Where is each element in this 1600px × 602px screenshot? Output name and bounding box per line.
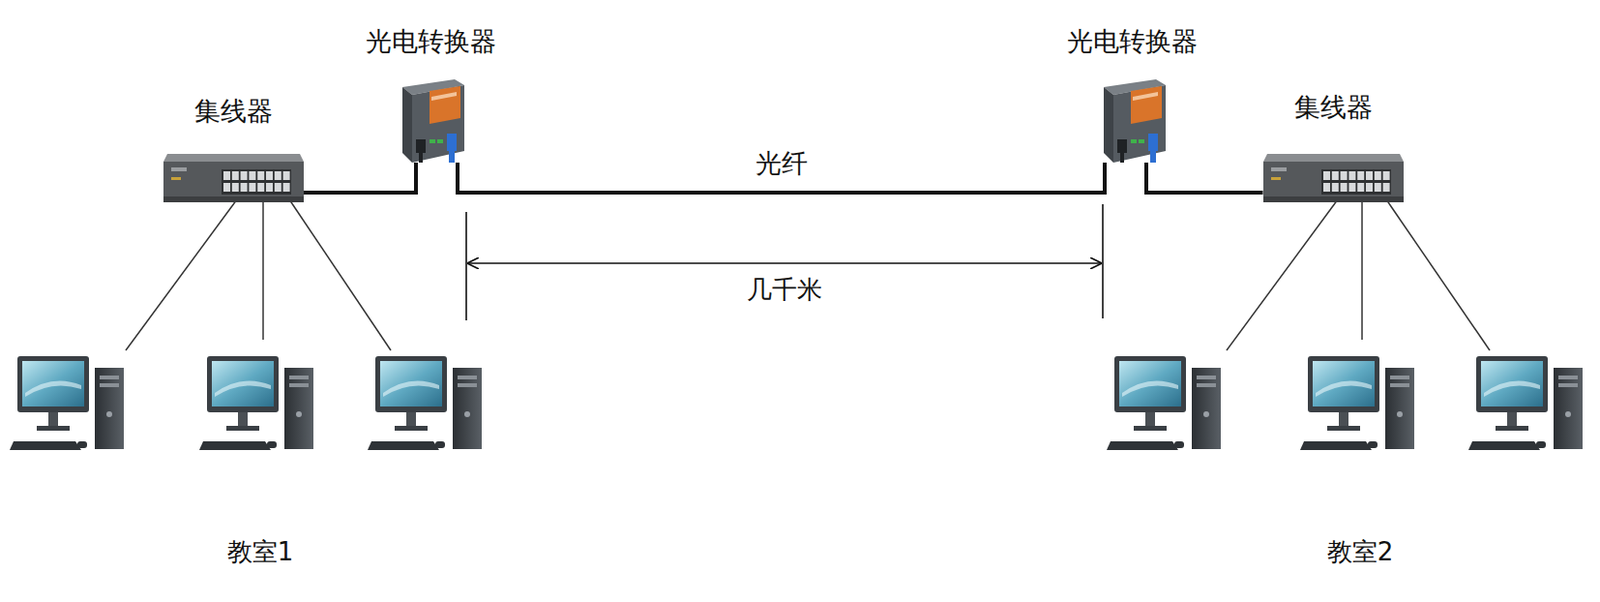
converter-device	[1097, 79, 1166, 163]
hub: 集线器	[163, 94, 304, 203]
edge-label: 光纤	[751, 148, 812, 179]
device-label: 集线器	[1263, 90, 1404, 124]
hub-device	[163, 148, 304, 203]
hub-device	[1263, 148, 1404, 203]
patch-cable	[125, 199, 1490, 351]
hub: 集线器	[1263, 90, 1404, 203]
device-label: 集线器	[163, 94, 304, 128]
network-cable	[303, 162, 417, 193]
room-label: 教室2	[1323, 535, 1398, 567]
converter-device	[396, 79, 465, 163]
room-label: 教室1	[223, 535, 298, 567]
device-label: 光电转换器	[1065, 25, 1200, 59]
media-converter: 光电转换器	[1065, 25, 1200, 163]
network-cable	[1146, 162, 1264, 193]
device-label: 光电转换器	[363, 25, 499, 59]
dimension-label: 几千米	[742, 273, 827, 305]
media-converter: 光电转换器	[363, 25, 499, 163]
dimension-line	[466, 204, 1103, 321]
computer	[9, 355, 1583, 450]
